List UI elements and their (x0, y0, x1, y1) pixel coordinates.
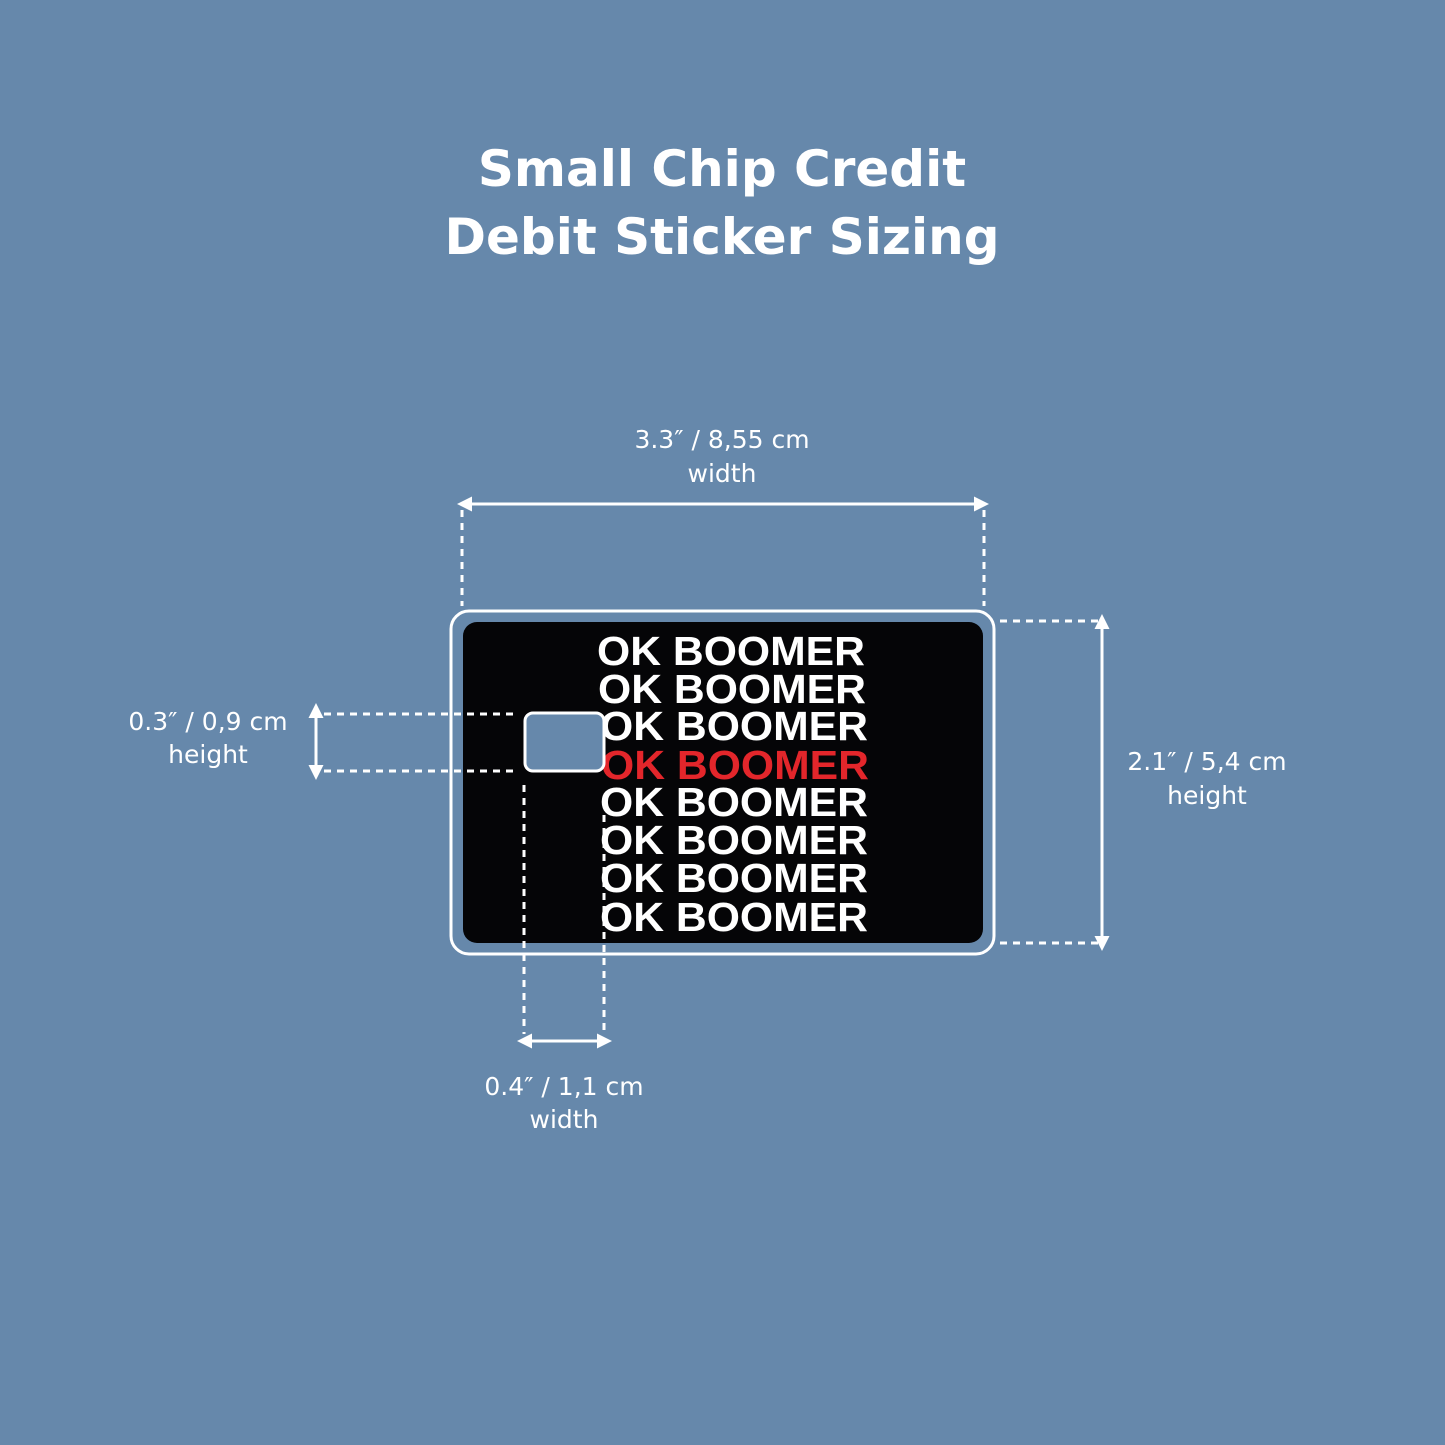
card-text-line: OK BOOMER (600, 894, 868, 940)
card-outline (449, 609, 996, 956)
chip-width-value: 0.4″ / 1,1 cm (484, 1072, 643, 1101)
card-width-value: 3.3″ / 8,55 cm (634, 425, 809, 454)
chip-cutout (523, 711, 606, 773)
card-body (463, 622, 983, 943)
chip-height-label: height (168, 740, 248, 769)
title-line-1: Small Chip Credit (478, 140, 966, 198)
card-height-value: 2.1″ / 5,4 cm (1127, 747, 1286, 776)
card-text-line: OK BOOMER (600, 855, 868, 901)
card-width-label: width (688, 459, 757, 488)
card-text-line: OK BOOMER (600, 779, 868, 825)
card-height-label: height (1167, 781, 1247, 810)
title-line-2: Debit Sticker Sizing (444, 208, 999, 266)
chip-width-label: width (530, 1105, 599, 1134)
card-text-line: OK BOOMER (598, 666, 866, 712)
chip-height-value: 0.3″ / 0,9 cm (128, 707, 287, 736)
card-text-line-highlighted: OK BOOMER (601, 742, 869, 788)
card-text-line: OK BOOMER (597, 628, 865, 674)
card-text-line: OK BOOMER (600, 817, 868, 863)
card-text-line: OK BOOMER (600, 703, 868, 749)
